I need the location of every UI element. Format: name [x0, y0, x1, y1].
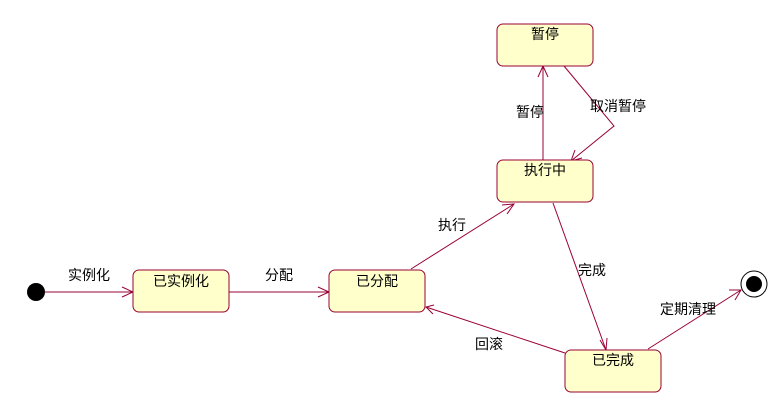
transition-periodic-cleanup — [647, 289, 742, 350]
state-completed-label: 已完成 — [592, 353, 634, 369]
state-completed: 已完成 — [564, 349, 662, 393]
label-pause: 暂停 — [516, 104, 544, 121]
transition-rollback — [425, 304, 566, 354]
state-assigned-label: 已分配 — [356, 274, 398, 290]
state-assigned: 已分配 — [328, 269, 426, 313]
transition-execute — [410, 203, 516, 270]
state-instantiated: 已实例化 — [132, 269, 230, 313]
label-cancel-pause: 取消暂停 — [590, 98, 646, 115]
transition-assign — [229, 286, 331, 298]
final-node — [740, 270, 768, 298]
state-paused: 暂停 — [496, 23, 594, 67]
state-paused-label: 暂停 — [531, 26, 559, 43]
label-assign: 分配 — [265, 268, 293, 284]
label-instantiate: 实例化 — [68, 268, 110, 284]
label-execute: 执行 — [438, 218, 466, 234]
initial-node — [27, 283, 45, 301]
state-executing: 执行中 — [496, 159, 594, 203]
state-instantiated-label: 已实例化 — [153, 274, 209, 290]
transition-instantiate — [45, 286, 135, 298]
label-periodic-cleanup: 定期清理 — [660, 302, 716, 318]
state-executing-label: 执行中 — [524, 163, 566, 179]
label-complete: 完成 — [578, 263, 606, 279]
label-rollback: 回滚 — [475, 336, 503, 353]
